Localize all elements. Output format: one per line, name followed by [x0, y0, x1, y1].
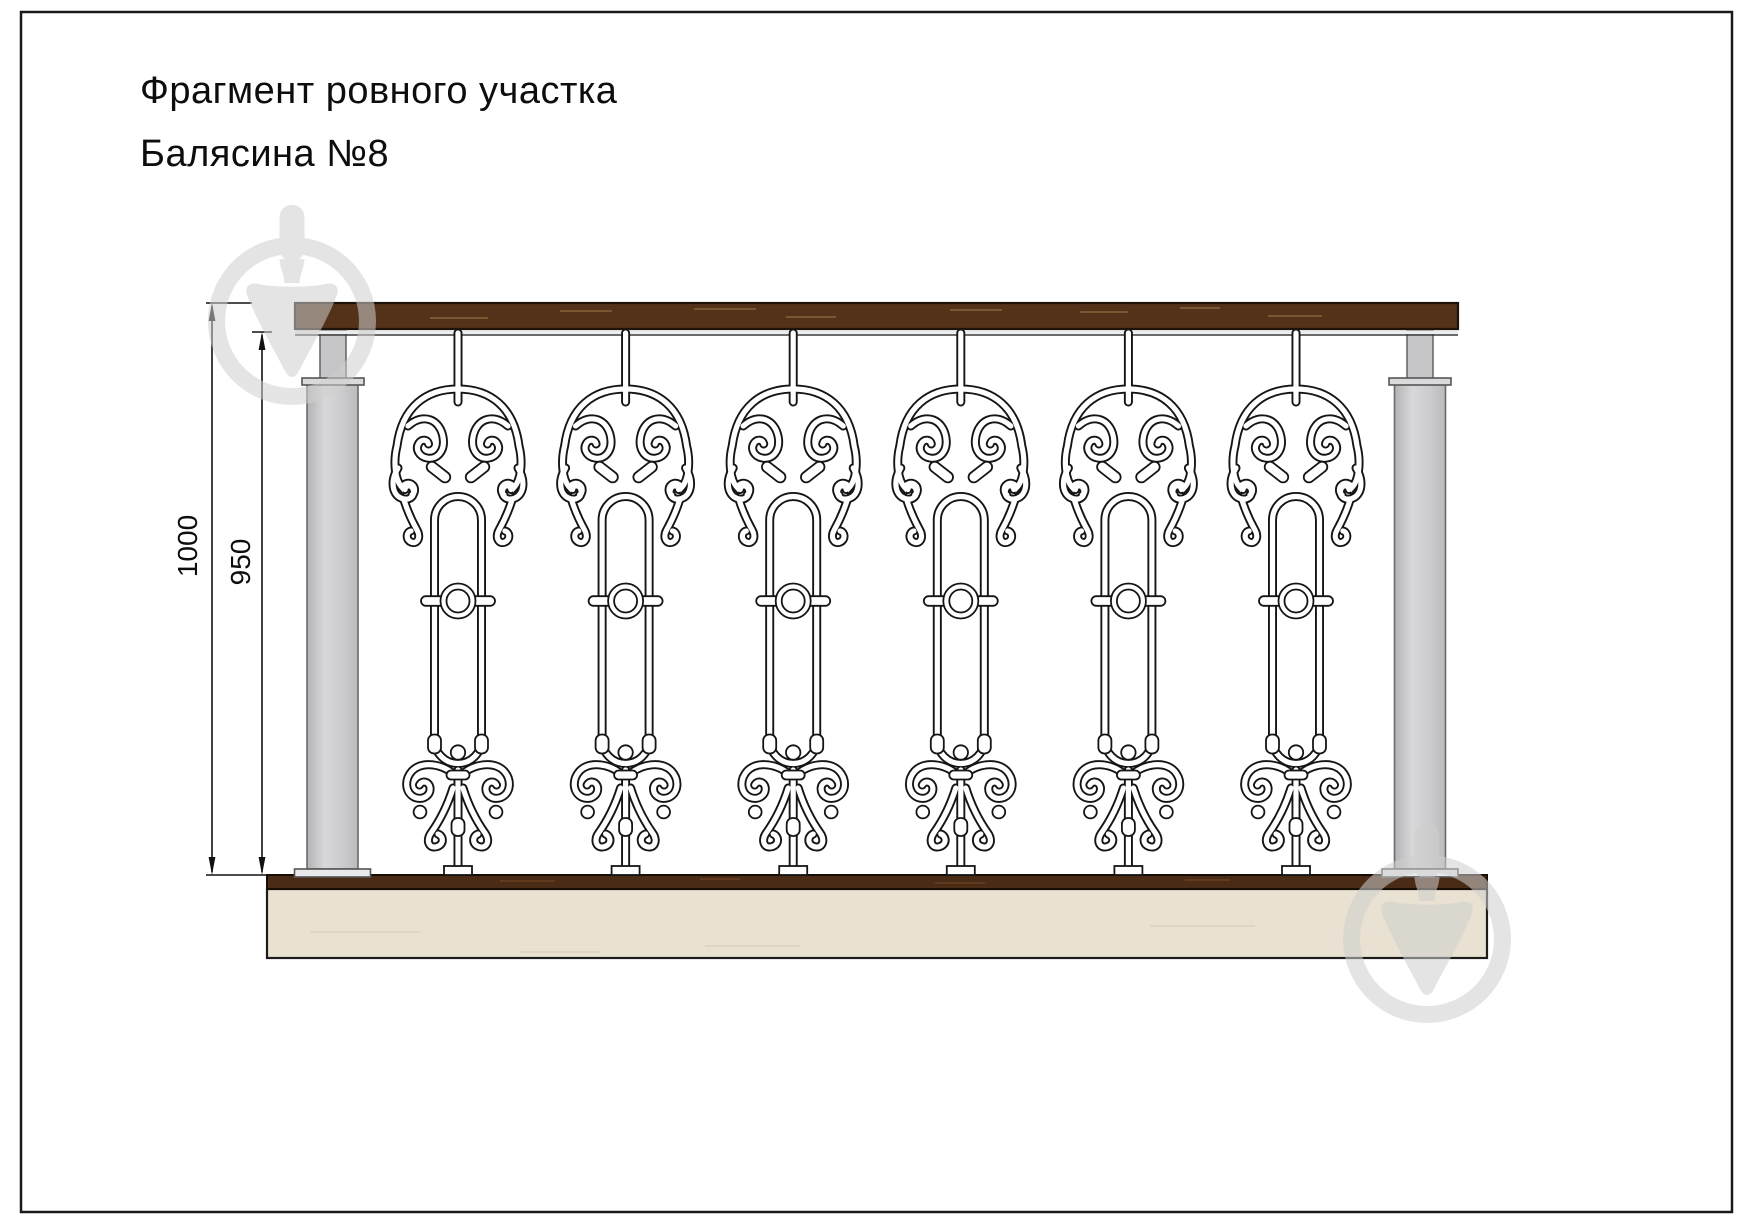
- dimension-950: 950: [225, 331, 272, 875]
- dimension-label-1000: 1000: [172, 515, 203, 577]
- post-left-base-plate: [293, 868, 372, 878]
- post-right-neck: [1406, 329, 1434, 380]
- base-slab: [265, 887, 1489, 960]
- dimension-label-950: 950: [225, 539, 256, 586]
- post-right-cap: [1388, 377, 1452, 386]
- handrail: [293, 301, 1460, 336]
- slab-streaks: [310, 925, 1255, 953]
- base-plinth: [265, 874, 1489, 960]
- dimension-1000: 1000: [172, 302, 266, 876]
- page-title: Фрагмент ровного участка: [140, 70, 618, 112]
- page-subtitle: Балясина №8: [140, 133, 389, 175]
- page-border: [19, 10, 1734, 1214]
- base-grain: [500, 878, 1230, 884]
- post-right-body: [1393, 383, 1447, 870]
- base-top-strip: [266, 874, 1488, 890]
- handrail-board: [293, 301, 1460, 331]
- handrail-grain: [430, 307, 1322, 319]
- handrail-underside: [295, 330, 1458, 334]
- post-left-body: [306, 383, 359, 870]
